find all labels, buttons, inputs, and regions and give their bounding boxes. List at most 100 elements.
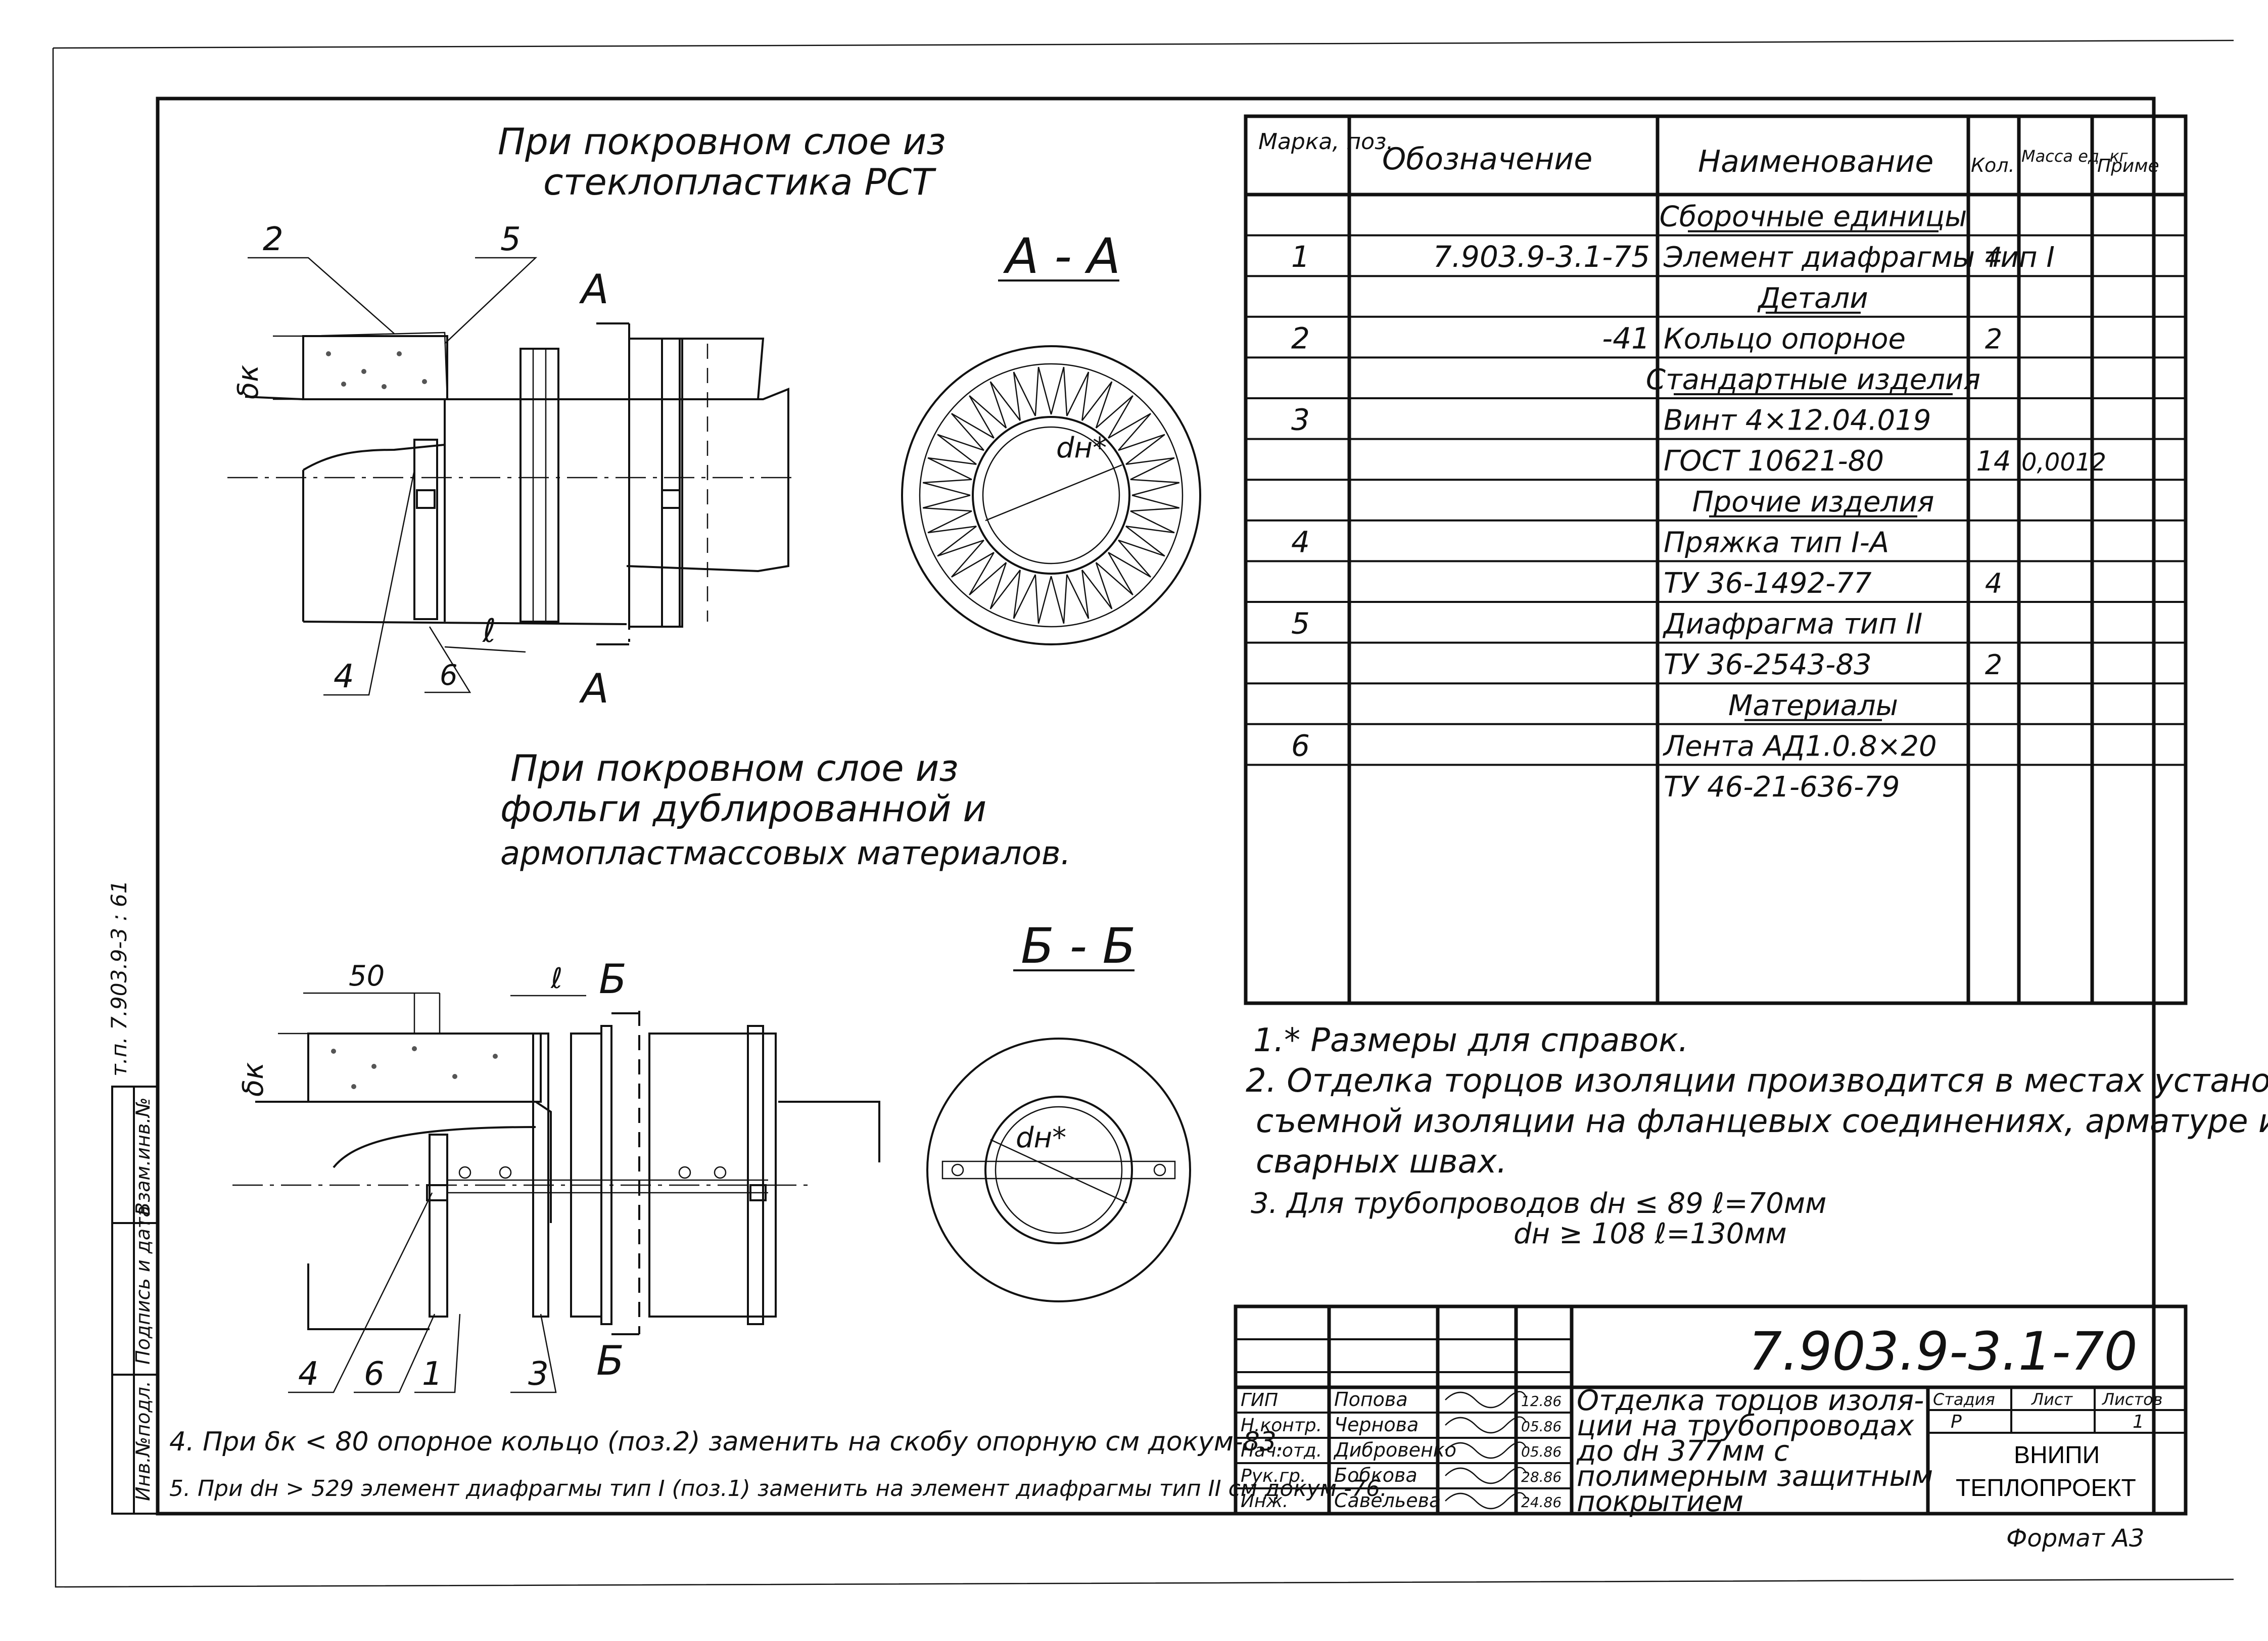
bottom-notes: 4. При δк < 80 опорное кольцо (поз.2) за… — [169, 1427, 1387, 1502]
spec-row-name: Стандартные изделия — [1646, 363, 1980, 396]
side-stamp-cell-3: Взам.инв.№ — [132, 1097, 154, 1215]
callout-4: 4 — [334, 658, 354, 695]
signature-mark — [1445, 1492, 1527, 1510]
spec-row-name: Элемент диафрагмы тип I — [1663, 241, 2055, 274]
spec-row-name: Сборочные единицы — [1660, 201, 1967, 233]
bottom-detail-drawing: При покровном слое из фольги дублированн… — [232, 747, 1071, 1393]
trim-line-top — [53, 39, 2234, 49]
title-name: Савельева — [1334, 1489, 1441, 1512]
note-1: 1.* Размеры для справок. — [1253, 1022, 1688, 1059]
spec-row-qty: 4 — [1985, 568, 2002, 599]
title-date: 05.86 — [1521, 1443, 1562, 1460]
org-line-1: ВНИПИ — [2014, 1442, 2100, 1469]
spec-row-pos: 6 — [1291, 728, 1310, 763]
title-role: ГИП — [1241, 1390, 1278, 1411]
signature-mark — [1445, 1391, 1527, 1409]
sheets-header: Листов — [2102, 1390, 2163, 1409]
dim-l-bottom: ℓ — [550, 962, 562, 995]
callout-bottom-3: 3 — [528, 1355, 549, 1393]
spec-row-qty: 2 — [1985, 649, 2002, 681]
title-date: 28.86 — [1521, 1469, 1562, 1485]
title-line-3: до dн 377мм с — [1576, 1435, 1789, 1468]
spec-row-pos: 4 — [1291, 525, 1310, 559]
bottom-caption-line-1: При покровном слое из — [510, 747, 959, 789]
spec-row-pos: 5 — [1291, 606, 1310, 641]
title-line-4: полимерным защитным — [1577, 1460, 1933, 1493]
callout-2: 2 — [263, 221, 284, 258]
title-role: Н.контр. — [1241, 1415, 1322, 1436]
section-a-a-title: А - А — [1003, 228, 1120, 285]
doc-number: 7.903.9-3.1-70 — [1749, 1321, 2138, 1382]
title-block: 7.903.9-3.1-70 ГИП Попова 12.86Н.контр. Чер… — [1234, 1304, 2188, 1553]
cut-label-a-top: А — [579, 266, 609, 313]
spec-row-name: ТУ 36-2543-83 — [1664, 648, 1872, 681]
section-b-b-title: Б - Б — [1021, 918, 1136, 974]
cut-label-a-bottom: А — [579, 665, 609, 712]
title-role: Инж. — [1241, 1491, 1288, 1512]
bottom-caption-line-2: фольги дублированной и — [500, 787, 986, 830]
title-name: Бобкова — [1334, 1464, 1418, 1486]
spec-row-pos: 1 — [1291, 240, 1310, 274]
spec-row-name: ТУ 46-21-636-79 — [1664, 771, 1900, 804]
callout-6: 6 — [440, 659, 458, 692]
drawing-frame — [156, 97, 2156, 1516]
bottom-caption-line-3: армопластмассовых материалов. — [500, 835, 1071, 872]
dim-50: 50 — [349, 960, 385, 993]
cut-label-b-top: Б — [599, 956, 627, 1003]
side-stamp-cell-1: Инв.№подл. — [132, 1381, 154, 1501]
dim-l-top: ℓ — [482, 613, 496, 650]
spec-row-name: Прочие изделия — [1692, 486, 1934, 519]
side-stamp: Инв.№подл. Подпись и дата Взам.инв.№ т.п… — [107, 880, 159, 1515]
spec-row-mass: 0,0012 — [2021, 448, 2106, 477]
top-detail-drawing: При покровном слое из стеклопластика РСТ — [227, 120, 946, 712]
signature-mark — [1445, 1416, 1527, 1434]
side-stamp-cell-2: Подпись и дата — [132, 1205, 154, 1365]
top-caption-line-1: При покровном слое из — [498, 120, 946, 163]
title-name: Попова — [1334, 1388, 1408, 1411]
callout-bottom-6: 6 — [364, 1355, 385, 1393]
bottom-note-4: 4. При δк < 80 опорное кольцо (поз.2) за… — [169, 1427, 1285, 1457]
spec-row-name: Материалы — [1728, 689, 1898, 722]
title-date: 12.86 — [1521, 1393, 1562, 1410]
dn-star-label-aa: dн* — [1056, 432, 1107, 464]
spec-row-code: 7.903.9-3.1-75 — [1433, 240, 1650, 274]
notes: 1.* Размеры для справок. 2. Отделка торц… — [1246, 1022, 2268, 1250]
dn-label-bb: dн* — [1016, 1121, 1066, 1154]
title-role: Нач.отд. — [1241, 1440, 1322, 1461]
note-2-end: сварных швах. — [1256, 1143, 1507, 1181]
cut-label-b-bottom: Б — [596, 1337, 624, 1384]
spec-row-name: ТУ 36-1492-77 — [1664, 567, 1872, 600]
header-mass: Масса ед, кг — [2021, 147, 2128, 166]
spec-row-qty: 4 — [1985, 242, 2002, 273]
sheets-value: 1 — [2133, 1412, 2144, 1432]
title-role: Рук.гр. — [1241, 1466, 1306, 1486]
note-3-cont: dн ≥ 108 ℓ=130мм — [1514, 1217, 1787, 1250]
side-stamp-doc: т.п. 7.903.9-3 : 61 — [107, 880, 131, 1076]
spec-row-name: Лента АД1.0.8×20 — [1663, 730, 1937, 763]
stage-value: Р — [1951, 1412, 1962, 1432]
spec-row-qty: 2 — [1985, 323, 2002, 355]
spec-row-name: Кольцо опорное — [1664, 322, 1906, 355]
format-label: Формат А3 — [2006, 1524, 2144, 1553]
header-pos-line: Марка, поз. — [1258, 129, 1393, 155]
header-code: Обозначение — [1382, 142, 1592, 177]
spec-row-name: Пряжка тип I-А — [1664, 526, 1889, 559]
stage-header: Стадия — [1933, 1390, 1995, 1409]
section-a-a: А - А dн* — [901, 228, 1201, 645]
callout-bottom-4: 4 — [298, 1355, 319, 1393]
callout-5: 5 — [500, 221, 521, 258]
signature-mark — [1445, 1441, 1527, 1459]
spec-row-name: Детали — [1757, 282, 1868, 315]
signature-mark — [1445, 1467, 1527, 1484]
note-2: 2. Отделка торцов изоляции производится … — [1246, 1062, 2268, 1100]
sheet-header: Лист — [2031, 1390, 2073, 1409]
bottom-note-5: 5. При dн > 529 элемент диафрагмы тип I … — [169, 1476, 1387, 1502]
spec-row-name: Диафрагма тип II — [1662, 608, 1922, 641]
note-2-cont: съемной изоляции на фланцевых соединения… — [1256, 1103, 2268, 1140]
top-caption-line-2: стеклопластика РСТ — [543, 161, 936, 203]
title-name: Дибровенко — [1333, 1439, 1456, 1461]
spec-row-pos: 2 — [1291, 321, 1310, 355]
org-line-2: ТЕПЛОПРОЕКТ — [1956, 1475, 2136, 1502]
trim-line-left — [52, 48, 2234, 1588]
title-name: Чернова — [1334, 1414, 1419, 1436]
